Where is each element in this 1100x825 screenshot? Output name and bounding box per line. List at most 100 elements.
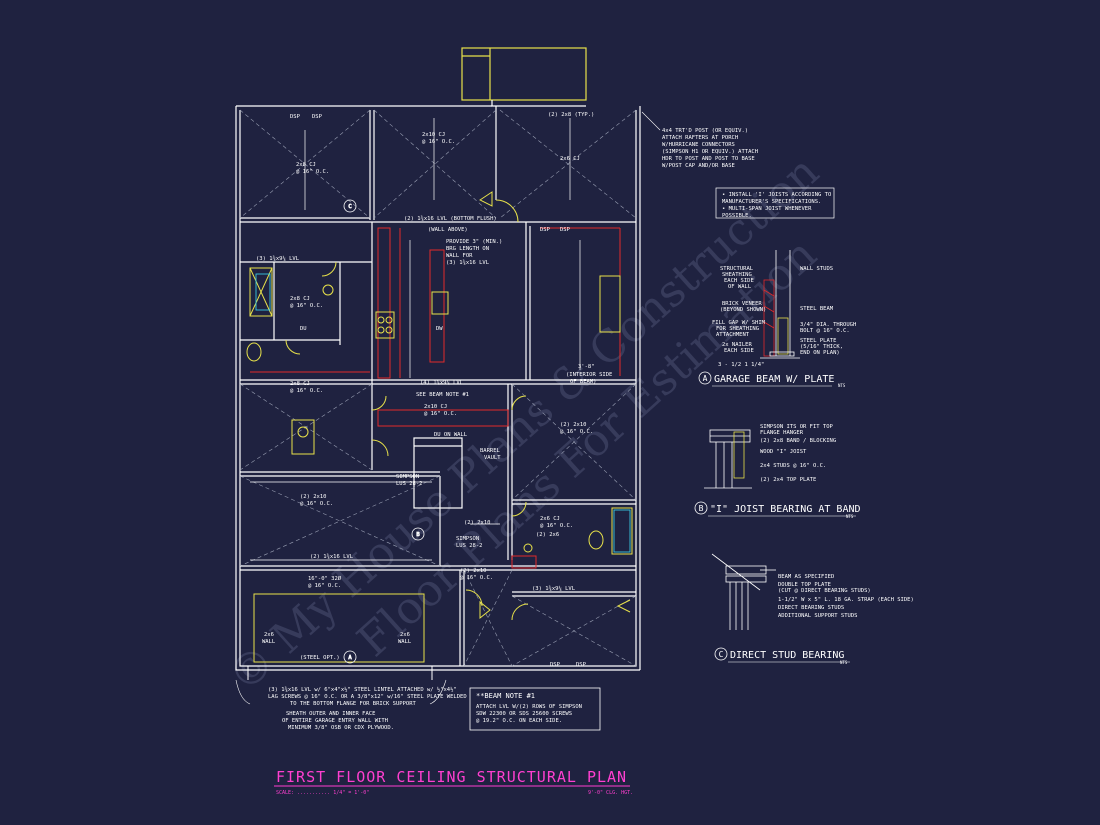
detail-b-letter: B [699,504,704,513]
lvl-bottom-label: (2) 1¾x16 LVL (BOTTOM FLUSH) [404,216,497,222]
plan-title: FIRST FLOOR CEILING STRUCTURAL PLAN [276,768,627,786]
oc-label: @ 16" O.C. [308,583,341,589]
detail-b-callout: WOOD "I" JOIST [760,449,807,455]
wall-label: WALL [262,639,276,645]
sheath-note-1: SHEATH OUTER AND INNER FACE [286,711,375,717]
porch-note-5: HDR TO POST AND POST TO BASE [662,156,755,162]
detail-a-callout: WALL STUDS [800,266,833,272]
oc-label: @ 16" O.C. [290,303,323,309]
detail-c-callout: BEAM AS SPECIFIED [778,574,834,580]
detail-b-callout: (2) 2x8 BAND / BLOCKING [760,438,836,444]
sheath-note-3: MINIMUM 3/8" OSB OR CDX PLYWOOD. [288,725,394,731]
ijoist-note-4: POSSIBLE. [722,213,752,219]
typ-label: (2) 2x8 (TYP.) [548,112,594,118]
provide-note-2: BRG LENGTH ON [446,246,489,252]
provide-note-4: (3) 1¾x16 LVL [446,260,490,266]
wall-label: WALL [398,639,412,645]
detail-c-letter: C [719,650,724,659]
detail-a-callout: OF WALL [728,284,752,290]
interior-label: (INTERIOR SIDE [566,372,612,378]
porch-note-1: 4x4 TRT'D POST (OR EQUIV.) [662,128,748,134]
beam-note-3: @ 19.2" O.C. ON EACH SIDE. [476,718,562,724]
cj-label: 2x10 CJ [422,132,445,138]
section-markers: C B A [343,199,425,664]
detail-b-nts: NTS [846,514,854,519]
ceiling-diagonals [239,109,637,667]
lintel-note-3: TO THE BOTTOM FLANGE FOR BRICK SUPPORT [290,701,417,707]
vault-label: VAULT [484,455,501,461]
detail-c-nts: NTS [840,660,848,665]
detail-c-callout: (CUT @ DIRECT BEARING STUDS) [778,588,871,594]
dsp-label: DSP [576,662,587,668]
detail-b-callout: (2) 2x4 TOP PLATE [760,477,816,483]
ijoist-note-1: • INSTALL 'I' JOISTS ACCORDING TO [722,192,831,198]
porch-note-2: ATTACH RAFTERS AT PORCH [662,135,738,141]
watermark-line2: Floor Plans For Estimation [348,229,827,667]
plan-labels: DSP DSP (2) 2x8 (TYP.) 2x8 CJ @ 16" O.C.… [256,112,612,668]
oc-label: @ 16" O.C. [290,388,323,394]
detail-a-callout: STEEL PLATE [800,338,836,344]
cj-label: 2x8 CJ [290,381,310,387]
detail-a-letter: A [703,374,708,383]
cyan-accents [255,273,631,553]
simpson-label: SIMPSON [456,536,479,542]
oc-label: @ 16" O.C. [296,169,329,175]
cj-label: 2x8 CJ [296,162,316,168]
dw-label: DW [436,326,443,332]
detail-a-title: GARAGE BEAM W/ PLATE [714,374,834,385]
detail-a-dim: 3 - 1/2 1 1/4" [718,362,764,368]
oc-label: @ 16" O.C. [460,575,493,581]
detail-a-callout: 2x NAILER [722,342,752,348]
sheath-note-2: OF ENTIRE GARAGE ENTRY WALL WITH [282,718,388,724]
lus-label: LUS 28-2 [456,543,483,549]
cj-label: (2) 2x10 [460,568,487,574]
lvl-13-label: (3) 1¾x9¼ LVL [256,256,300,262]
porch-post-note: 4x4 TRT'D POST (OR EQUIV.) ATTACH RAFTER… [641,111,758,169]
oc-label: @ 16" O.C. [300,501,333,507]
detail-a-callout: EACH SIDE [724,278,754,284]
oc-label: @ 16" O.C. [540,523,573,529]
beam-note-box: **BEAM NOTE #1 ATTACH LVL W/(2) ROWS OF … [469,687,601,731]
see-beam-label: SEE BEAM NOTE #1 [416,392,469,398]
cj-label: (2) 2x10 [300,494,327,500]
detail-a-callout: 3/4" DIA. THROUGH [800,322,856,328]
detail-a-callout: BOLT @ 16" O.C. [800,328,850,334]
lintel-note-1: (3) 1¾x16 LVL w/ 6"x4"x½" STEEL LINTEL A… [268,686,457,693]
dsp-label: DSP [550,662,561,668]
span-label: 16"-0" 32Ø [308,575,342,582]
wall-2x6-label: 2x6 [264,632,274,638]
marker-a: A [348,655,352,661]
beam-note-title: **BEAM NOTE #1 [476,692,535,700]
beam-note-2: SDW 22300 OR SDS 25600 SCREWS [476,711,572,717]
detail-a-callout: STRUCTURAL [720,266,754,272]
wall-above-label: (WALL ABOVE) [428,227,468,233]
marker-b: B [416,532,420,538]
lintel-note-2: LAG SCREWS @ 16" O.C. OR A 3/8"x12" w/16… [268,694,467,700]
oc-label: @ 16" O.C. [422,139,455,145]
provide-note-1: PROVIDE 3" (MIN.) [446,239,502,245]
detail-a-callout: ATTACHMENT [716,332,750,338]
lvl-14-label: (4) 1¾x9¼ LVL [420,380,464,386]
oc-label: @ 16" O.C. [560,429,593,435]
marker-c: C [348,204,351,210]
oc-label: @ 16" O.C. [424,411,457,417]
detail-a: STRUCTURAL SHEATHING EACH SIDE OF WALL B… [698,250,856,388]
cj-label: 2x6 CJ [560,156,580,162]
detail-c: BEAM AS SPECIFIED DOUBLE TOP PLATE (CUT … [711,553,914,665]
cj-label: 2x8 CJ [290,296,310,302]
detail-c-callout: 1-1/2" W x 5" L. 18 GA. STRAP (EACH SIDE… [778,597,914,603]
of-beam-label: OF BEAM) [570,379,597,385]
lus-label: LUS 28-2 [396,481,423,487]
i-joist-note: • INSTALL 'I' JOISTS ACCORDING TO MANUFA… [715,187,835,219]
simpson-label: SIMPSON [396,474,419,480]
porch-note-3: W/HURRICANE CONNECTORS [662,142,735,148]
fixtures [246,191,633,621]
lvl-13-label: (3) 1¾x9¼ LVL [532,586,576,592]
detail-c-callout: DIRECT BEARING STUDS [778,605,844,611]
garage-lintel-note: (3) 1¾x16 LVL w/ 6"x4"x½" STEEL LINTEL A… [235,679,467,731]
wall-2x6-label: 2x6 [400,632,410,638]
detail-a-callout: FILL GAP W/ SHIM [712,320,766,326]
ijoist-note-3: • MULTI-SPAN JOIST WHENEVER [722,206,812,212]
